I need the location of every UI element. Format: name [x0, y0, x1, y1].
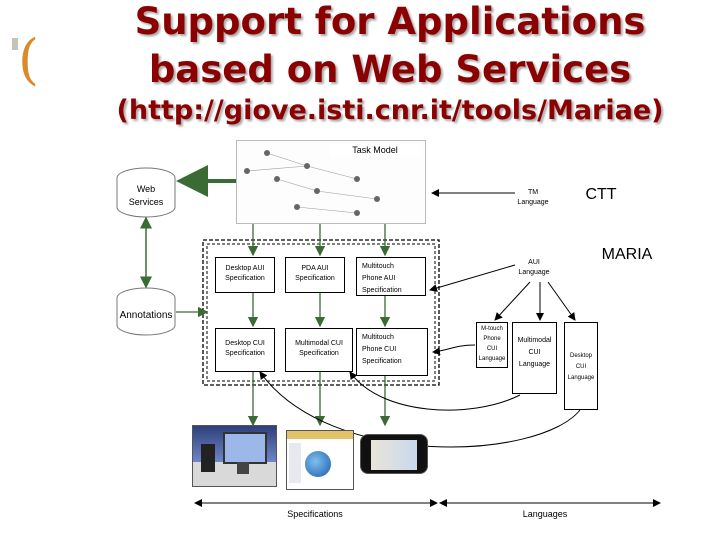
- languages-label: Languages: [522, 509, 568, 519]
- multitouch-cui-spec-box: Multitouch Phone CUI Specification: [356, 328, 428, 376]
- web-page-sidebar: [289, 443, 301, 483]
- desktop-aui-spec-box: Desktop AUI Specification: [215, 257, 275, 293]
- desktop-aui-spec-label: Desktop AUI Specification: [225, 265, 265, 282]
- task-model-label: Task Model: [330, 144, 420, 157]
- specifications-label: Specifications: [287, 509, 343, 519]
- multimodal-cui-spec-box: Multimodal CUI Specification: [285, 328, 353, 372]
- ctt-label: CTT: [585, 186, 617, 203]
- pda-aui-spec-box: PDA AUI Specification: [285, 257, 345, 293]
- task-tree-graphic: [244, 150, 380, 216]
- title-line-2: based on Web Services: [148, 48, 632, 91]
- mtouch-cui-language-box: M-touch Phone CUI Language: [476, 322, 508, 368]
- annotations-cylinder: [116, 287, 176, 336]
- phone-screen: [371, 440, 417, 470]
- multitouch-phone-screenshot: [360, 434, 428, 474]
- multimodal-cui-spec-label: Multimodal CUI Specification: [295, 340, 343, 357]
- web-page-screenshot: [286, 430, 354, 490]
- multitouch-aui-spec-label: Multitouch Phone AUI Specification: [362, 263, 402, 294]
- monitor-stand: [237, 462, 249, 474]
- slide-accent-bar: [12, 38, 18, 50]
- desktop-cui-language-label: Desktop CUI Language: [567, 353, 595, 381]
- title-line-1: Support for Applications: [134, 0, 646, 43]
- annotations-label: Annotations: [119, 310, 173, 321]
- web-services-label: Web Services: [128, 184, 164, 207]
- desktop-screenshot: [192, 425, 277, 487]
- web-page-header: [287, 431, 353, 439]
- desktop-cui-spec-label: Desktop CUI Specification: [225, 340, 265, 357]
- title-line-3: (http://giove.isti.cnr.it/tools/Mariae): [116, 95, 664, 126]
- multitouch-aui-spec-box: Multitouch Phone AUI Specification: [356, 257, 426, 296]
- slide-accent-paren: (: [18, 28, 40, 91]
- multitouch-cui-spec-label: Multitouch Phone CUI Specification: [362, 334, 402, 365]
- maria-label: MARIA: [601, 246, 653, 263]
- desktop-cui-spec-box: Desktop CUI Specification: [215, 328, 275, 372]
- multimodal-cui-language-label: Multimodal CUI Language: [517, 337, 552, 368]
- multimodal-cui-language-box: Multimodal CUI Language: [512, 322, 557, 394]
- tm-language-label: TM Language: [517, 189, 549, 206]
- speaker: [201, 444, 215, 472]
- pda-aui-spec-label: PDA AUI Specification: [295, 265, 335, 282]
- mtouch-cui-language-label: M-touch Phone CUI Language: [478, 326, 506, 362]
- monitor-screen: [223, 432, 267, 464]
- desktop-cui-language-box: Desktop CUI Language: [564, 322, 598, 410]
- web-page-globe: [305, 451, 331, 477]
- aui-language-label: AUI Language: [518, 259, 550, 276]
- web-services-cylinder: [116, 167, 176, 218]
